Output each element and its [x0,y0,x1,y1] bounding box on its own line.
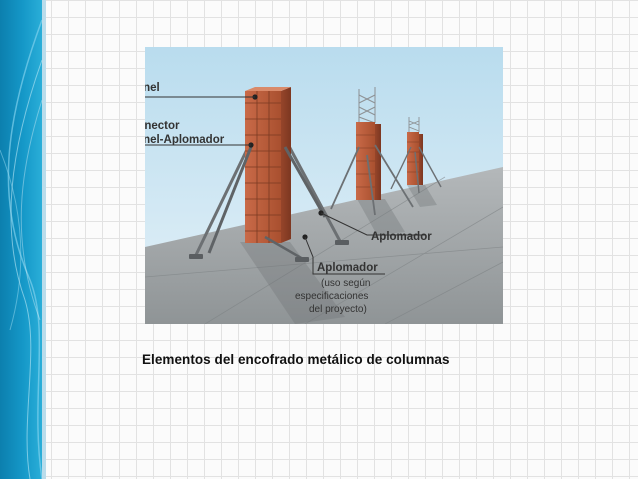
label-aplomador2-line3: del proyecto) [309,304,367,315]
label-aplomador2-line2: especificaciones [295,291,368,302]
leader-lines [145,96,425,275]
label-aplomador: Aplomador [371,231,432,243]
column-far [390,117,442,194]
label-aplomador2-line1: (uso según [321,278,370,289]
column-near [189,87,349,262]
label-connector-line1: Conector [145,120,180,132]
label-aplomador2-title: Aplomador [317,262,378,274]
wave-decoration [0,19,42,479]
formwork-illustration: Panel Conector Panel-Aplomador Aplomador… [145,47,503,324]
formwork-diagram: Panel Conector Panel-Aplomador Aplomador… [145,47,503,324]
figure-caption: Elementos del encofrado metálico de colu… [142,352,450,367]
label-connector-line2: Panel-Aplomador [145,134,225,146]
aplomador2-dot [302,234,308,240]
floor-joints [145,176,503,324]
aplomador-dot [318,210,324,216]
label-panel: Panel [145,82,160,94]
column-middle [330,87,414,216]
decorative-side-band [0,0,46,479]
shadows [240,185,437,324]
